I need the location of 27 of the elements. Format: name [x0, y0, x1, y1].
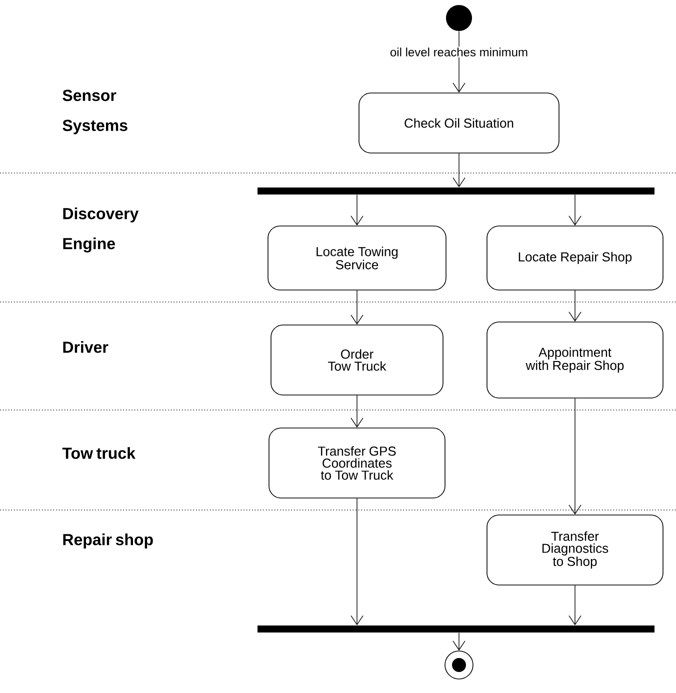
arrow	[350, 498, 364, 626]
activity-box: Transfer Diagnostics to Shop	[486, 514, 664, 586]
edge-label: oil level reaches minimum	[388, 46, 530, 58]
lane-label: Discovery Engine	[63, 208, 139, 252]
sync-bar	[258, 626, 654, 632]
activity-box: Check Oil Situation	[358, 92, 560, 154]
arrow	[568, 585, 582, 626]
arrow	[568, 398, 582, 515]
activity-box: Locate Repair Shop	[486, 226, 664, 290]
lane-label: Driver	[63, 341, 108, 353]
arrow	[350, 290, 364, 325]
arrow	[452, 153, 466, 188]
arrow	[350, 395, 364, 428]
arrow	[350, 194, 364, 226]
activity-box: Order Tow Truck	[270, 324, 444, 396]
sync-bar	[258, 188, 654, 194]
activity-box: Locate Towing Service	[268, 226, 446, 290]
arrow	[452, 632, 466, 651]
arrow	[568, 290, 582, 322]
end-node	[444, 650, 474, 680]
lane-label: Sensor Systems	[62, 90, 128, 134]
activity-box: Appointment with Repair Shop	[486, 322, 664, 398]
lane-label: Tow truck	[62, 447, 136, 459]
lane-label: Repair shop	[63, 534, 153, 548]
arrow	[568, 194, 582, 226]
start-node	[446, 5, 472, 31]
activity-box: Transfer GPS Coordinates to Tow Truck	[268, 428, 446, 498]
